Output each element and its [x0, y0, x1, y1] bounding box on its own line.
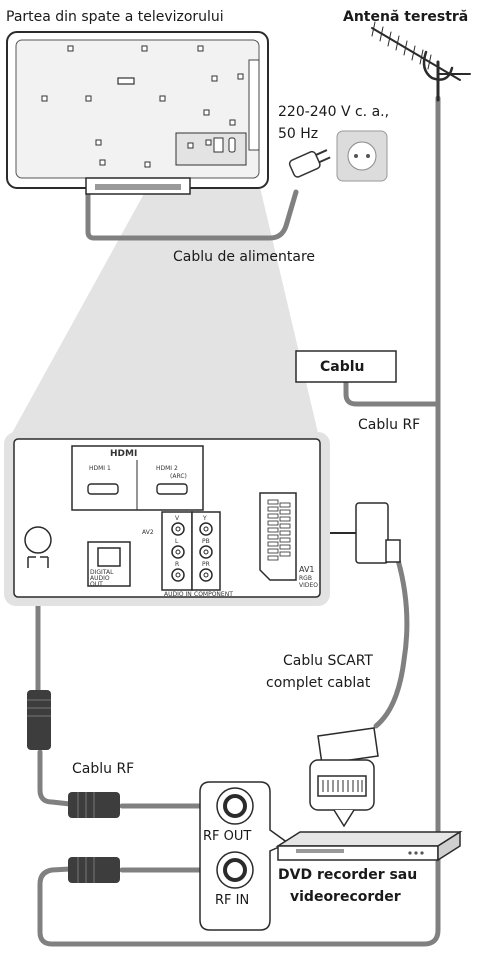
- recorder-label-line1: DVD recorder sau: [278, 867, 418, 883]
- hdmi-logo: HDMI: [110, 449, 137, 459]
- rf-plug-out: [68, 792, 120, 818]
- digital-label: DIGITAL: [90, 569, 114, 576]
- scart-plug-bottom: [309, 727, 379, 828]
- video-label: VIDEO: [299, 582, 318, 589]
- power-cable-label: Cablu de alimentare: [173, 249, 316, 265]
- hdmi2-port: [156, 483, 188, 495]
- r-label: R: [175, 561, 179, 568]
- av1-label: AV1: [299, 565, 315, 574]
- antenna-label: Antenă terestră: [343, 9, 469, 25]
- component-label: COMPONENT: [194, 591, 233, 598]
- cable-box: [295, 350, 397, 383]
- rf-cable-line-lower: [37, 749, 73, 807]
- out-label: OUT: [90, 581, 103, 588]
- rgb-label: RGB: [299, 575, 312, 582]
- antenna-input: [24, 526, 52, 554]
- v-label: V: [175, 515, 180, 522]
- antenna-cable-line: [37, 95, 441, 947]
- rf-cable-bottom-label: Cablu RF: [72, 761, 135, 777]
- rf-out-label: RF OUT: [203, 829, 252, 844]
- rf-plug-vertical: [27, 690, 51, 750]
- scart-cable-line: [373, 557, 410, 729]
- tv-rear-label: Partea din spate a televizorului: [6, 9, 224, 25]
- zoom-callout: [12, 132, 318, 433]
- hdmi1-port: [87, 483, 119, 495]
- y-label: Y: [202, 515, 207, 522]
- power-plug: [288, 149, 331, 178]
- scart-plug-top: [330, 502, 401, 564]
- audio-label: AUDIO: [90, 575, 110, 582]
- power-cable-line: [85, 189, 299, 241]
- audio-in-label: AUDIO IN: [164, 591, 192, 598]
- l-label: L: [175, 538, 179, 545]
- rear-panel: [4, 432, 330, 606]
- hdmi2-label: HDMI 2: [156, 465, 178, 472]
- pr-label: PR: [202, 561, 210, 568]
- tv-rear: [6, 31, 269, 195]
- rf-ports-callout: [199, 781, 290, 931]
- voltage-label: 220-240 V c. a.,: [278, 104, 390, 120]
- recorder-label-line2: videorecorder: [290, 889, 401, 905]
- cable-box-line: [343, 378, 441, 407]
- rf-cable-top-label: Cablu RF: [358, 417, 421, 433]
- av2-label: AV2: [142, 529, 154, 536]
- cable-box-label: Cablu: [320, 359, 365, 375]
- frequency-label: 50 Hz: [278, 126, 319, 142]
- pb-label: PB: [202, 538, 210, 545]
- antenna: [371, 21, 471, 102]
- rf-in-label: RF IN: [215, 893, 250, 908]
- rf-plug-in: [68, 857, 120, 883]
- scart-cable-label-line1: Cablu SCART: [283, 653, 373, 669]
- scart-cable-label-line2: complet cablat: [266, 675, 371, 691]
- power-socket: [336, 130, 388, 182]
- dvd-recorder: [275, 830, 463, 862]
- optical-port: [97, 547, 121, 567]
- hdmi1-label: HDMI 1: [89, 465, 111, 472]
- arc-label: (ARC): [170, 473, 187, 480]
